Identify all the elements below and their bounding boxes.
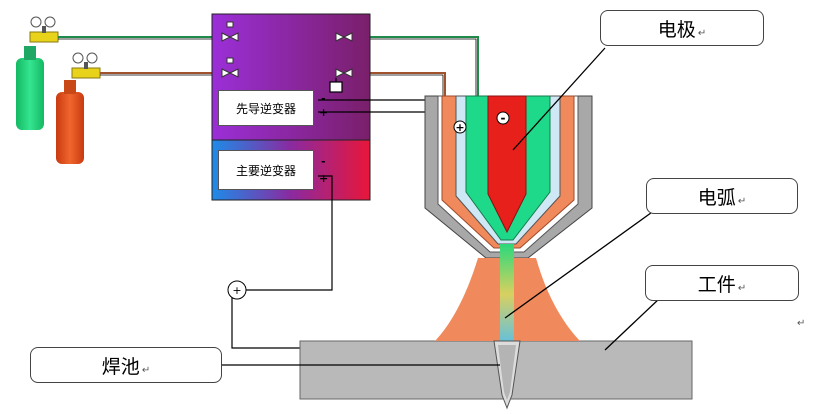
plasma-torch: [424, 95, 593, 259]
torch-plus-sign: +: [455, 121, 464, 134]
torch-minus-terminal: [496, 111, 510, 125]
arc-mark: ↵: [737, 196, 747, 207]
stray-mark: ↵: [797, 318, 806, 329]
leader-lines: [222, 47, 661, 366]
arc-callout: 电弧↵: [646, 178, 798, 214]
pilot-plus-sign: +: [319, 106, 328, 119]
main-plus-sign: +: [319, 172, 328, 185]
workpiece-callout: 工件↵: [645, 265, 799, 301]
regulator-2: [71, 52, 101, 79]
gas-line-1: [58, 36, 479, 100]
arc-column: [500, 244, 514, 344]
gas-cylinder-2: [56, 80, 84, 164]
arc-label: 电弧: [697, 186, 736, 209]
weld-pool-callout: 焊池↵: [30, 347, 222, 383]
pilot-minus-sign: -: [321, 92, 326, 105]
weld-pool-mark: ↵: [141, 365, 151, 376]
electrode-callout: 电极↵: [600, 10, 764, 46]
electrode-label: 电极: [657, 18, 696, 41]
electrode-mark: ↵: [697, 28, 707, 39]
main-inverter-label: 主要逆变器: [218, 150, 314, 190]
workpiece-label: 工件: [697, 273, 736, 296]
regulator-1: [29, 16, 59, 43]
gas-cylinder-1: [16, 46, 44, 130]
ammeter-icon: [227, 280, 247, 300]
torch-plus-terminal: [453, 120, 467, 134]
weld-pool-label: 焊池: [101, 355, 140, 378]
valve-icons: [221, 21, 353, 78]
main-minus-sign: -: [321, 155, 326, 168]
ammeter-plus-sign: +: [232, 284, 241, 297]
workpiece-mark: ↵: [737, 283, 747, 294]
pilot-inverter-label: 先导逆变器: [218, 90, 314, 126]
torch-minus-sign: -: [501, 111, 506, 125]
